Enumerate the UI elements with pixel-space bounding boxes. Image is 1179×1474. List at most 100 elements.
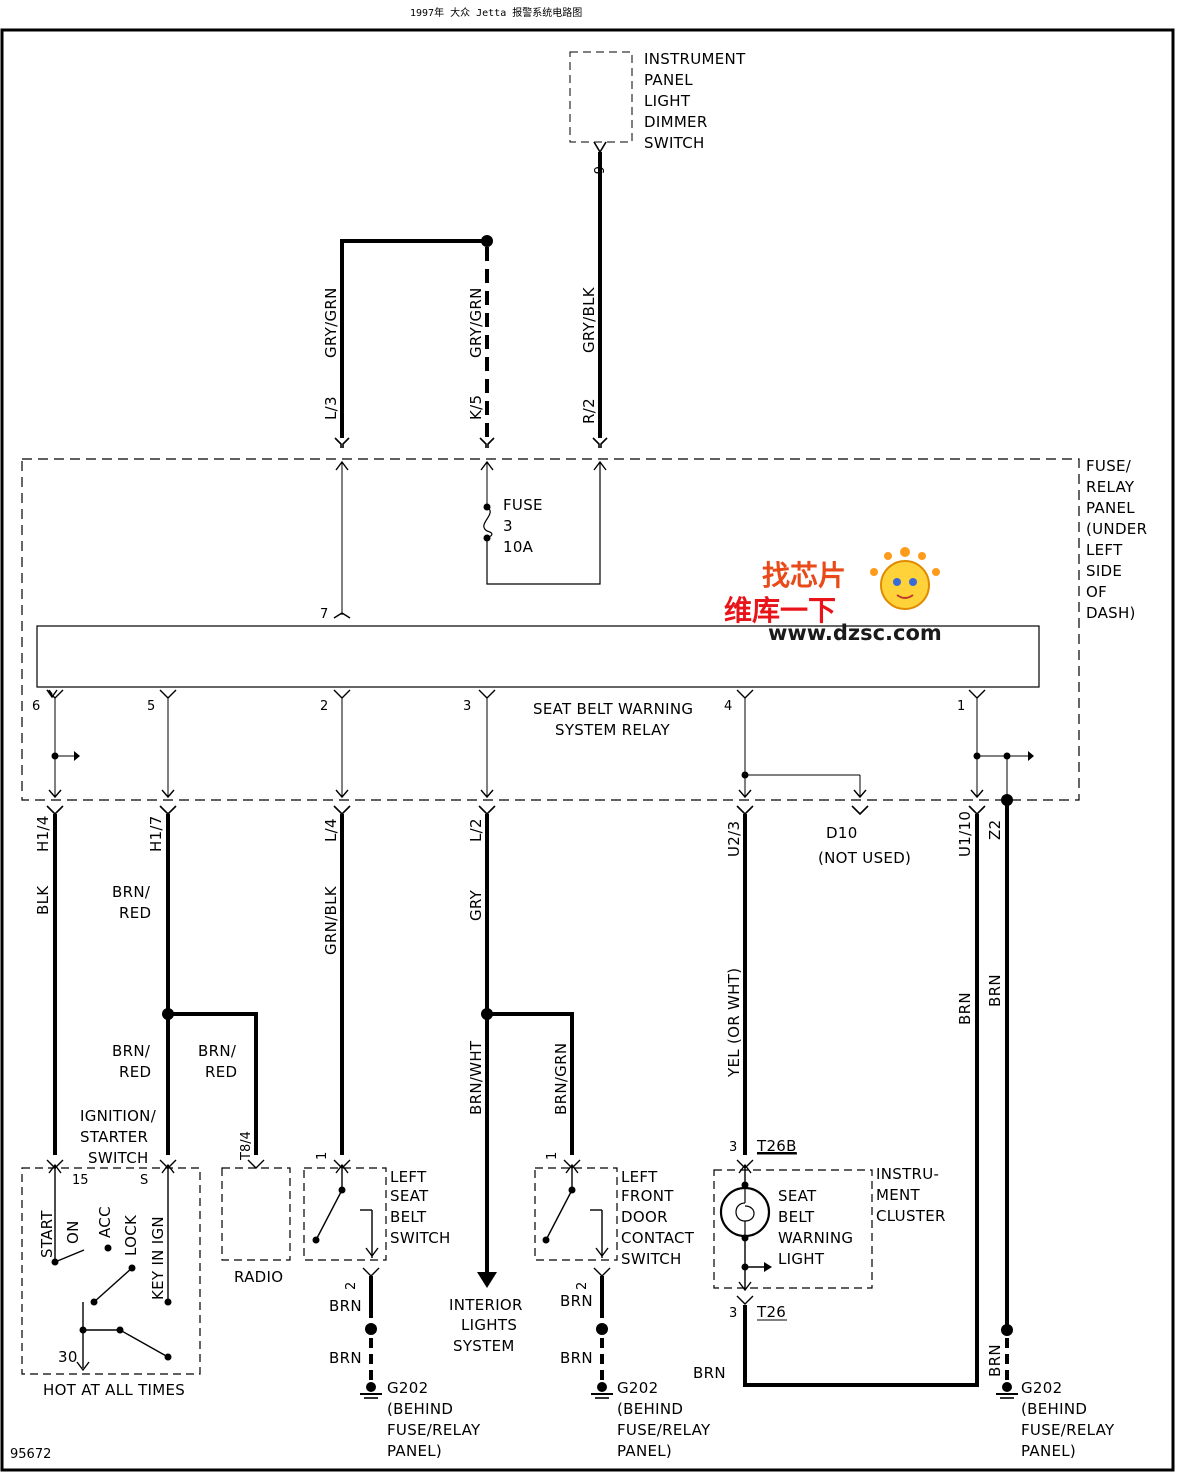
relay-pin-3: 3 — [463, 699, 471, 714]
g3-label-4: PANEL) — [1021, 1442, 1076, 1460]
seat-belt-relay — [36, 625, 1040, 688]
ign-label-2: STARTER — [80, 1128, 148, 1146]
ign-pos-acc: ACC — [96, 1206, 114, 1238]
cluster-label-2: MENT — [876, 1186, 921, 1204]
cluster-pin-top: 3 — [729, 1140, 737, 1155]
wire-color-brn-1: BRN — [956, 992, 974, 1025]
page-border — [0, 28, 1175, 1472]
g2-label-1: G202 — [617, 1379, 658, 1397]
relay-label-1: SEAT BELT WARNING — [533, 700, 693, 718]
dimmer-label-4: DIMMER — [644, 113, 708, 131]
splice-radio — [162, 1008, 174, 1020]
seat-belt-switch: 1 2 LEFT SEAT BELT SWITCH — [303, 1152, 451, 1290]
ign-footer: HOT AT ALL TIMES — [43, 1381, 185, 1399]
fuse-relay-panel: FUSE/ RELAY PANEL (UNDER LEFT SIDE OF DA… — [21, 457, 1147, 801]
ign-pos-lock: LOCK — [122, 1214, 140, 1256]
door-switch-label-3: DOOR — [621, 1208, 668, 1226]
pin-u110: U1/10 — [956, 811, 974, 857]
ground-g202-1: BRN BRN G202 (BEHIND FUSE/RELAY PANEL) — [329, 1276, 481, 1460]
cluster-return-wire: BRN — [693, 1364, 726, 1382]
dimmer-pin: 6 — [590, 166, 605, 174]
panel-label-7: OF — [1086, 583, 1107, 601]
g1-label-2: (BEHIND — [387, 1400, 453, 1418]
fuse-number: 3 — [503, 517, 513, 535]
dimmer-label-3: LIGHT — [644, 92, 691, 110]
panel-label-3: PANEL — [1086, 499, 1135, 517]
header-title: 1997年 大众 Jetta 报警系统电路图 — [410, 6, 582, 19]
ignition-switch: IGNITION/ STARTER SWITCH 15 S 30 STAR — [21, 1107, 201, 1399]
ign-pos-key: KEY IN IGN — [149, 1216, 167, 1300]
seat-switch-label-2: SEAT — [390, 1187, 429, 1205]
g1-label-1: G202 — [387, 1379, 428, 1397]
wire-color-grn-blk: GRN/BLK — [322, 885, 340, 955]
g1-label-3: FUSE/RELAY — [387, 1421, 481, 1439]
ign-label-1: IGNITION/ — [80, 1107, 157, 1125]
light-label-4: LIGHT — [778, 1250, 825, 1268]
g2-label-2: (BEHIND — [617, 1400, 683, 1418]
pin-l2: L/2 — [467, 818, 485, 842]
interior-label-2: LIGHTS — [461, 1316, 517, 1334]
wire-color-r2: GRY/BLK — [580, 286, 598, 353]
wire-color-blk: BLK — [34, 885, 52, 915]
ign-pin-15: 15 — [72, 1173, 89, 1188]
figure-id: 95672 — [10, 1447, 51, 1462]
wire-color-gry: GRY — [467, 889, 485, 921]
brn-red-2a: BRN/ — [112, 1042, 151, 1060]
pin-u23: U2/3 — [725, 821, 743, 857]
g2-wire-b: BRN — [560, 1349, 593, 1367]
brn-red-3a: BRN/ — [198, 1042, 237, 1060]
ign-pin-30: 30 — [58, 1348, 78, 1366]
door-switch-label-2: FRONT — [621, 1187, 674, 1205]
door-switch-pin-out: 2 — [575, 1282, 590, 1290]
d10-note: (NOT USED) — [818, 849, 911, 867]
panel-label-4: (UNDER — [1086, 520, 1147, 538]
pin-h14: H1/4 — [34, 815, 52, 852]
wire-color-brn-2: BRN — [986, 974, 1004, 1007]
dimmer-label-2: PANEL — [644, 71, 693, 89]
g1-label-4: PANEL) — [387, 1442, 442, 1460]
ign-pos-start: START — [38, 1210, 56, 1258]
ign-pin-s: S — [140, 1173, 148, 1188]
light-label-2: BELT — [778, 1208, 815, 1226]
fuse-3: FUSE 3 10A — [483, 462, 601, 585]
splice-interior — [481, 1008, 493, 1020]
light-label-1: SEAT — [778, 1187, 817, 1205]
fuse-rating: 10A — [503, 538, 534, 556]
panel-label-2: RELAY — [1086, 478, 1135, 496]
g2-label-3: FUSE/RELAY — [617, 1421, 711, 1439]
g2-wire-a: BRN — [560, 1292, 593, 1310]
lower-connectors: H1/4 H1/7 L/4 L/2 U2/3 D10 (NOT USED) U1… — [34, 794, 1013, 1078]
relay-pin-7: 7 — [320, 607, 328, 622]
lower-wires — [53, 800, 1009, 1387]
cluster-label-3: CLUSTER — [876, 1207, 946, 1225]
g3-label-3: FUSE/RELAY — [1021, 1421, 1115, 1439]
g1-wire-a: BRN — [329, 1297, 362, 1315]
dimmer-label-5: SWITCH — [644, 134, 705, 152]
radio: T8/4 RADIO — [221, 1131, 291, 1286]
interior-label-3: SYSTEM — [453, 1337, 515, 1355]
cluster-label-1: INSTRU- — [876, 1165, 939, 1183]
relay-label-2: SYSTEM RELAY — [555, 721, 671, 739]
door-contact-switch: 1 2 LEFT FRONT DOOR CONTACT SWITCH — [534, 1152, 694, 1290]
seat-switch-pin-out: 2 — [344, 1282, 359, 1290]
radio-label: RADIO — [234, 1268, 283, 1286]
panel-label-1: FUSE/ — [1086, 457, 1132, 475]
pin-d10: D10 — [826, 824, 858, 842]
seat-switch-label-3: BELT — [390, 1208, 427, 1226]
wire-color-yel: YEL (OR WHT) — [725, 968, 743, 1078]
ground-g202-3: BRN G202 (BEHIND FUSE/RELAY PANEL) — [986, 1324, 1115, 1460]
pin-k5: K/5 — [467, 395, 485, 420]
seat-switch-label-4: SWITCH — [390, 1229, 451, 1247]
wire-color-l3: GRY/GRN — [322, 287, 340, 358]
dimmer-switch: INSTRUMENT PANEL LIGHT DIMMER SWITCH 6 — [569, 50, 746, 174]
relay-pin-6: 6 — [32, 699, 40, 714]
relay-pin-2: 2 — [320, 699, 328, 714]
cluster-conn-bottom: T26 — [756, 1303, 786, 1321]
interior-label-1: INTERIOR — [449, 1296, 523, 1314]
watermark-logo: 找芯片 维库一下 www.dzsc.com — [724, 547, 942, 645]
pin-r2: R/2 — [580, 398, 598, 424]
wire-color-brn-red-1b: RED — [119, 904, 151, 922]
brn-red-3b: RED — [205, 1063, 237, 1081]
arrow-interior-lights — [477, 1272, 497, 1288]
